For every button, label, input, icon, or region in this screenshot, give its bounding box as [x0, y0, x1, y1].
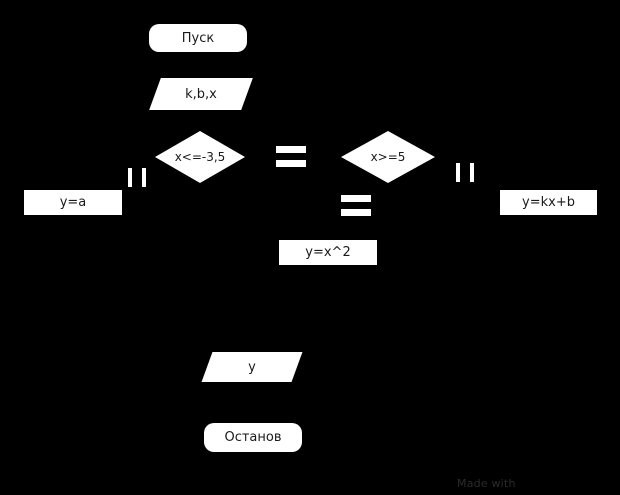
node-decision-x-ge-5-label: x>=5 — [370, 150, 406, 164]
node-stop[interactable]: Останов — [204, 423, 302, 452]
node-output[interactable]: y — [201, 352, 303, 382]
node-assign-y-equals-a[interactable]: y=a — [24, 190, 122, 215]
edge-label-mark-center-bottom-2 — [341, 209, 371, 216]
node-assign-y-equals-kx-plus-b[interactable]: y=kx+b — [500, 190, 597, 215]
edge-label-mark-center-top-2 — [276, 160, 306, 167]
edge-label-mark-center-top-1 — [276, 146, 306, 153]
edge-label-mark-left-1 — [128, 168, 132, 187]
edge-label-mark-left-2 — [142, 168, 146, 187]
node-assign-y-equals-kx-plus-b-label: y=kx+b — [522, 195, 575, 210]
edge-label-mark-center-bottom-1 — [341, 195, 371, 202]
edge-label-mark-right-1 — [456, 163, 460, 182]
node-start[interactable]: Пуск — [149, 24, 247, 52]
node-input-label: k,b,x — [185, 86, 217, 102]
watermark-text: Made with — [457, 477, 516, 490]
node-stop-label: Останов — [224, 430, 282, 445]
node-decision-x-le-minus35[interactable]: x<=-3,5 — [155, 131, 245, 183]
node-decision-x-ge-5[interactable]: x>=5 — [341, 131, 435, 183]
node-input[interactable]: k,b,x — [149, 78, 253, 110]
node-assign-y-equals-a-label: y=a — [59, 195, 87, 210]
node-assign-y-equals-x-squared-label: y=x^2 — [305, 245, 351, 260]
node-output-label: y — [248, 359, 256, 375]
edge-label-mark-right-2 — [470, 163, 474, 182]
node-decision-x-le-minus35-label: x<=-3,5 — [174, 150, 226, 164]
node-assign-y-equals-x-squared[interactable]: y=x^2 — [279, 240, 377, 265]
node-start-label: Пуск — [181, 30, 215, 46]
